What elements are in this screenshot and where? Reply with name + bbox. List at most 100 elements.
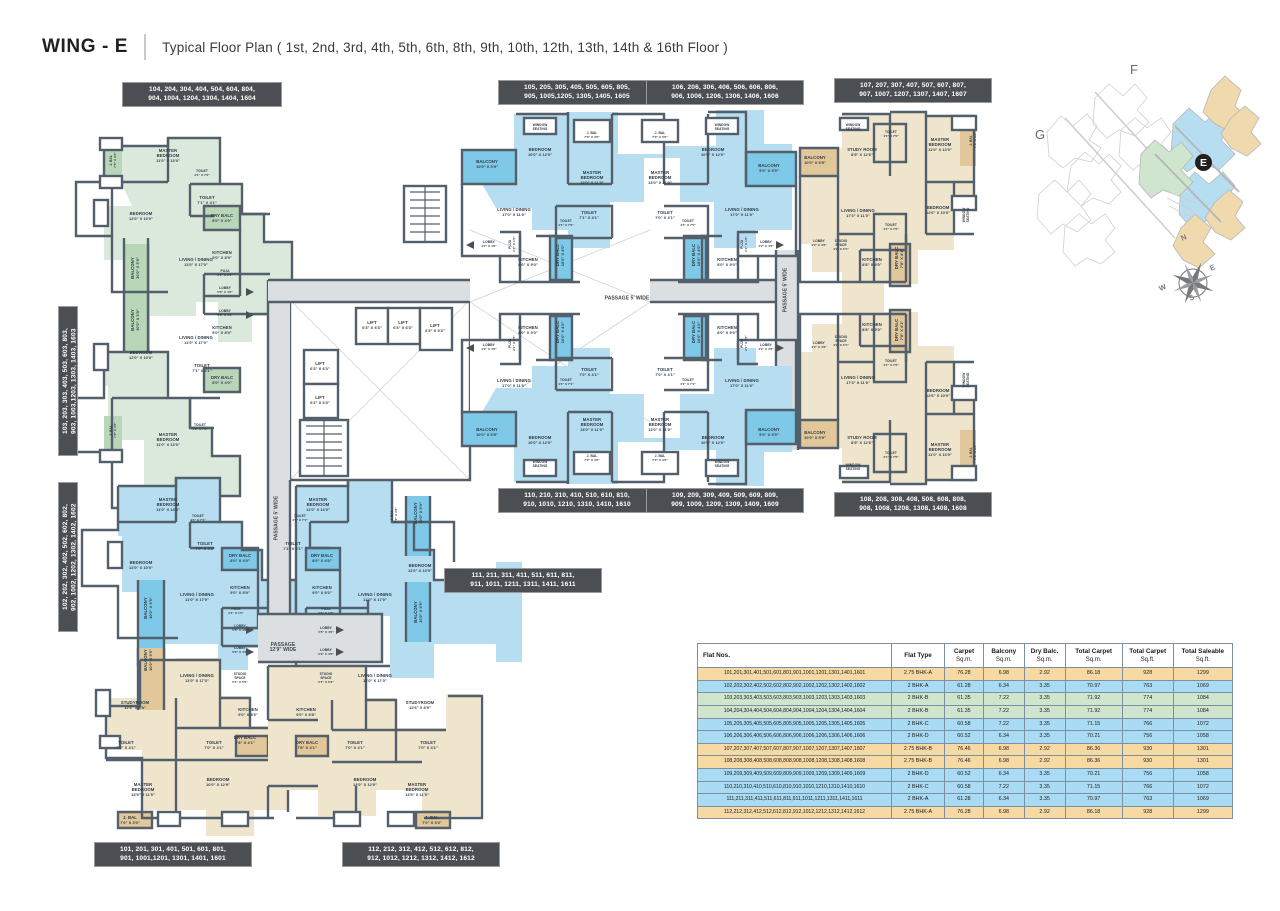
total-saleable-cell: 1084 [1172,704,1234,719]
compass-east-label: E [1208,262,1217,273]
flat-nos-cell: 108,208,308,408,508,608,808,908,1008,120… [697,755,892,769]
total-saleable-cell: 1084 [1172,692,1234,706]
balcony-cell: 7.22 [982,780,1025,795]
flat-nos-cell: 112,212,312,412,512,612,812,912,1012,121… [697,805,892,820]
flat-type-cell: 2.75 BHK-A [890,667,946,681]
dry-balc-cell: 2.92 [1023,755,1066,769]
balcony-cell: 6.34 [982,793,1025,807]
dry-balc-cell: 3.35 [1023,767,1066,782]
flat-tag-110: 110, 210, 310, 410, 510, 610, 810,910, 1… [498,488,656,514]
col-flat-type: Flat Type [890,642,946,669]
room-label: PASSAGE 5' WIDE [273,495,280,541]
carpet-cell: 60.52 [944,767,984,782]
total-saleable-cell: 1058 [1172,730,1234,744]
plan-subtitle: Typical Floor Plan ( 1st, 2nd, 3rd, 4th,… [162,39,728,55]
flat-type-cell: 2 BHK-B [890,692,946,706]
total-saleable-cell: 1301 [1172,755,1234,769]
total-carpet-sqft-cell: 930 [1121,742,1174,757]
table-row: 105,205,305,405,505,605,805,905,1005,120… [697,717,1234,732]
carpet-cell: 61.28 [944,679,984,694]
flat-nos-cell: 101,201,301,401,501,601,801,901,1001,120… [697,667,892,681]
flat-nos-cell: 106,206,306,406,506,606,806,906,1006,120… [697,730,892,744]
dry-balc-cell: 2.92 [1023,805,1066,820]
keymap-label-f: F [1130,62,1138,77]
carpet-cell: 76.28 [944,805,984,820]
flat-nos-cell: 110,210,310,410,510,610,810,910,1010,121… [697,780,892,795]
flat-type-cell: 2 BHK-B [890,704,946,719]
flat-type-cell: 2 BHK-C [890,717,946,732]
balcony-cell: 7.22 [982,704,1025,719]
carpet-cell: 61.28 [944,793,984,807]
carpet-cell: 61.35 [944,704,984,719]
total-carpet-sqm-cell: 71.92 [1064,704,1123,719]
balcony-cell: 6.98 [982,805,1025,820]
dry-balc-cell: 3.35 [1023,780,1066,795]
carpet-cell: 76.28 [944,667,984,681]
flat-nos-cell: 107,207,307,407,507,607,807,907,1007,120… [697,742,892,757]
carpet-cell: 61.35 [944,692,984,706]
balcony-cell: 6.34 [982,767,1025,782]
total-carpet-sqft-cell: 928 [1121,667,1174,681]
total-carpet-sqm-cell: 70.97 [1064,793,1123,807]
